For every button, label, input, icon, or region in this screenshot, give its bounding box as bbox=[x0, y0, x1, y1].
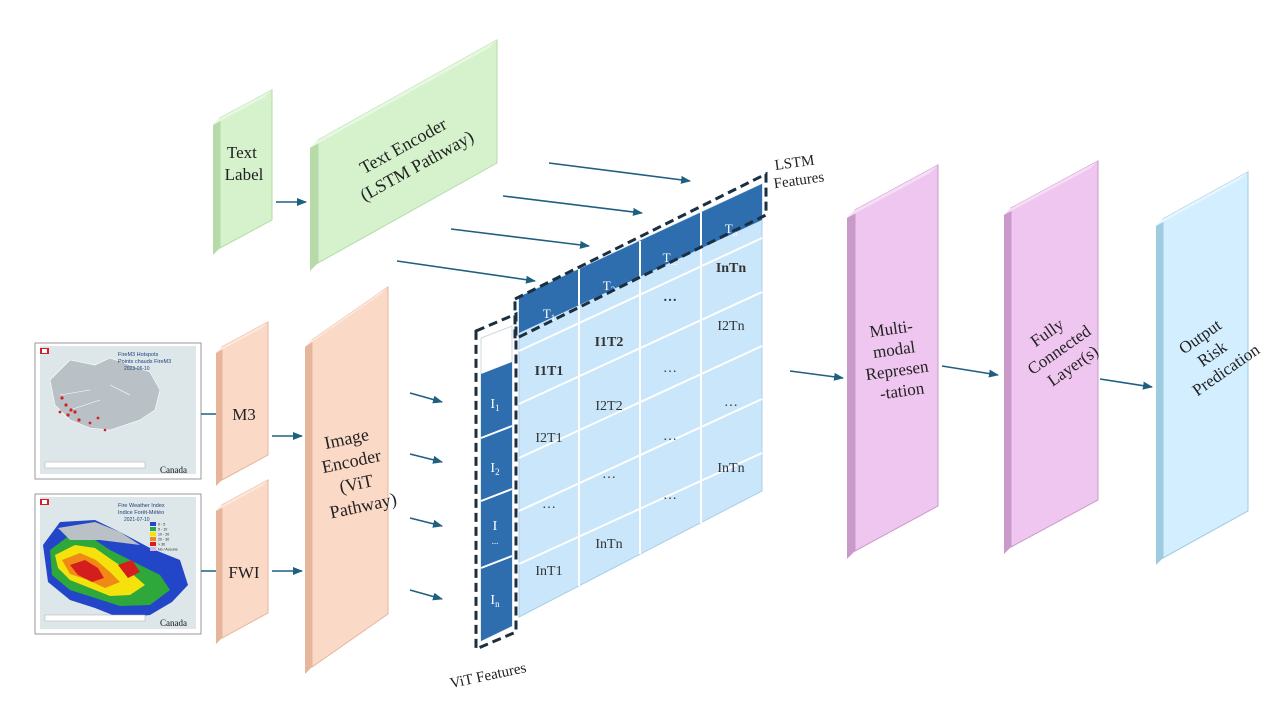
feature-matrix: T1 T2 T... Tn … InTn I1T1 I1T2 … I2Tn I2… bbox=[513, 171, 768, 618]
cell-r0c2: … bbox=[663, 290, 677, 305]
m3-map-brand: Canada bbox=[160, 465, 187, 475]
arrows-encoder-to-lstm bbox=[396, 162, 691, 284]
cell-r5c0: InT1 bbox=[535, 564, 562, 579]
i-col-1: I1 bbox=[490, 397, 499, 413]
t-header-1: T1 bbox=[543, 306, 555, 323]
cell-r5c1: InTn bbox=[595, 537, 622, 552]
cell-r3c3: InTn bbox=[717, 461, 744, 476]
text-label-block: Text Label bbox=[213, 89, 273, 255]
fwi-legend-5: No / Aucune bbox=[158, 548, 178, 552]
fwi-legend-0: 0 - 5 bbox=[158, 523, 165, 527]
m3-block: M3 bbox=[216, 321, 269, 486]
vit-column: I1 I2 I... In bbox=[474, 311, 518, 652]
cell-r2c1: I2T2 bbox=[595, 399, 622, 414]
fwi-legend-2: 10 - 20 bbox=[158, 533, 169, 537]
fwi-map-image: Fire Weather Index Indice Forêt-Météo 20… bbox=[34, 493, 202, 635]
i-col-4: In bbox=[490, 593, 500, 609]
cell-r0c3: InTn bbox=[716, 261, 747, 276]
fwi-map-date: 2021-07-10 bbox=[124, 517, 150, 523]
m3-label: M3 bbox=[232, 405, 256, 424]
lstm-features-outline bbox=[513, 171, 768, 342]
fwi-legend-1: 5 - 10 bbox=[158, 528, 167, 532]
m3-map-image: FireM3 Hotspots Points chauds FireM3 202… bbox=[34, 342, 202, 480]
cell-r1c2: … bbox=[663, 361, 677, 376]
i-col-3: I... bbox=[492, 519, 499, 546]
text-label-line-1: Text bbox=[227, 143, 257, 162]
fwi-map-brand: Canada bbox=[160, 618, 187, 628]
text-encoder-block: Text Encoder (LSTM Pathway) bbox=[310, 39, 498, 271]
vit-features-label: ViT Features bbox=[449, 660, 528, 692]
cell-r2c3: … bbox=[724, 395, 738, 410]
fwi-label: FWI bbox=[228, 563, 260, 582]
cell-r3c1: … bbox=[602, 467, 616, 482]
svg-text:Text Label: Text Label bbox=[225, 143, 264, 184]
cell-r1c1: I1T2 bbox=[595, 335, 624, 350]
cell-r3c2: … bbox=[663, 488, 677, 503]
fwi-block: FWI bbox=[216, 479, 269, 644]
arrow-multimodal-to-fc bbox=[941, 365, 999, 378]
fully-connected-block: Fully Connected Layer(s) bbox=[1004, 160, 1102, 554]
image-encoder-block: Image Encoder (ViT Pathway) bbox=[305, 286, 399, 674]
m3-map-date: 2023-06-10 bbox=[124, 366, 150, 372]
text-label-line-2: Label bbox=[225, 165, 264, 184]
fwi-legend-4: > 30 bbox=[158, 543, 165, 547]
fwi-legend-3: 20 - 30 bbox=[158, 538, 169, 542]
m3-map-title-2: Points chauds FireM3 bbox=[118, 359, 171, 365]
lstm-features-label: LSTM Features bbox=[770, 152, 825, 193]
fwi-map-title-2: Indice Forêt-Météo bbox=[118, 510, 164, 516]
cell-r1c0: I1T1 bbox=[535, 364, 564, 379]
cell-r1c3: I2Tn bbox=[717, 319, 744, 334]
m3-map-title-1: FireM3 Hotspots bbox=[118, 352, 159, 358]
i-col-2: I2 bbox=[490, 461, 499, 477]
arrow-matrix-to-multimodal bbox=[789, 370, 844, 381]
cell-r3c0: … bbox=[542, 497, 556, 512]
t-header-4: Tn bbox=[725, 221, 738, 238]
fwi-map-legend: 0 - 5 5 - 10 10 - 20 20 - 30 > 30 No / A… bbox=[150, 522, 178, 552]
arrows-encoder-to-vit bbox=[409, 392, 443, 601]
cell-r2c2: … bbox=[663, 429, 677, 444]
multimodal-block: Multi- modal Represen -tation bbox=[847, 164, 939, 559]
cell-r2c0: I2T1 bbox=[535, 431, 562, 446]
fwi-map-title-1: Fire Weather Index bbox=[118, 503, 165, 509]
matrix-cells: … InTn I1T1 I1T2 … I2Tn I2T1 I2T2 … … … … bbox=[535, 261, 747, 579]
output-block: Output Risk Predication bbox=[1156, 171, 1264, 565]
arrow-fc-to-output bbox=[1099, 378, 1153, 390]
vit-features-outline bbox=[474, 311, 518, 652]
